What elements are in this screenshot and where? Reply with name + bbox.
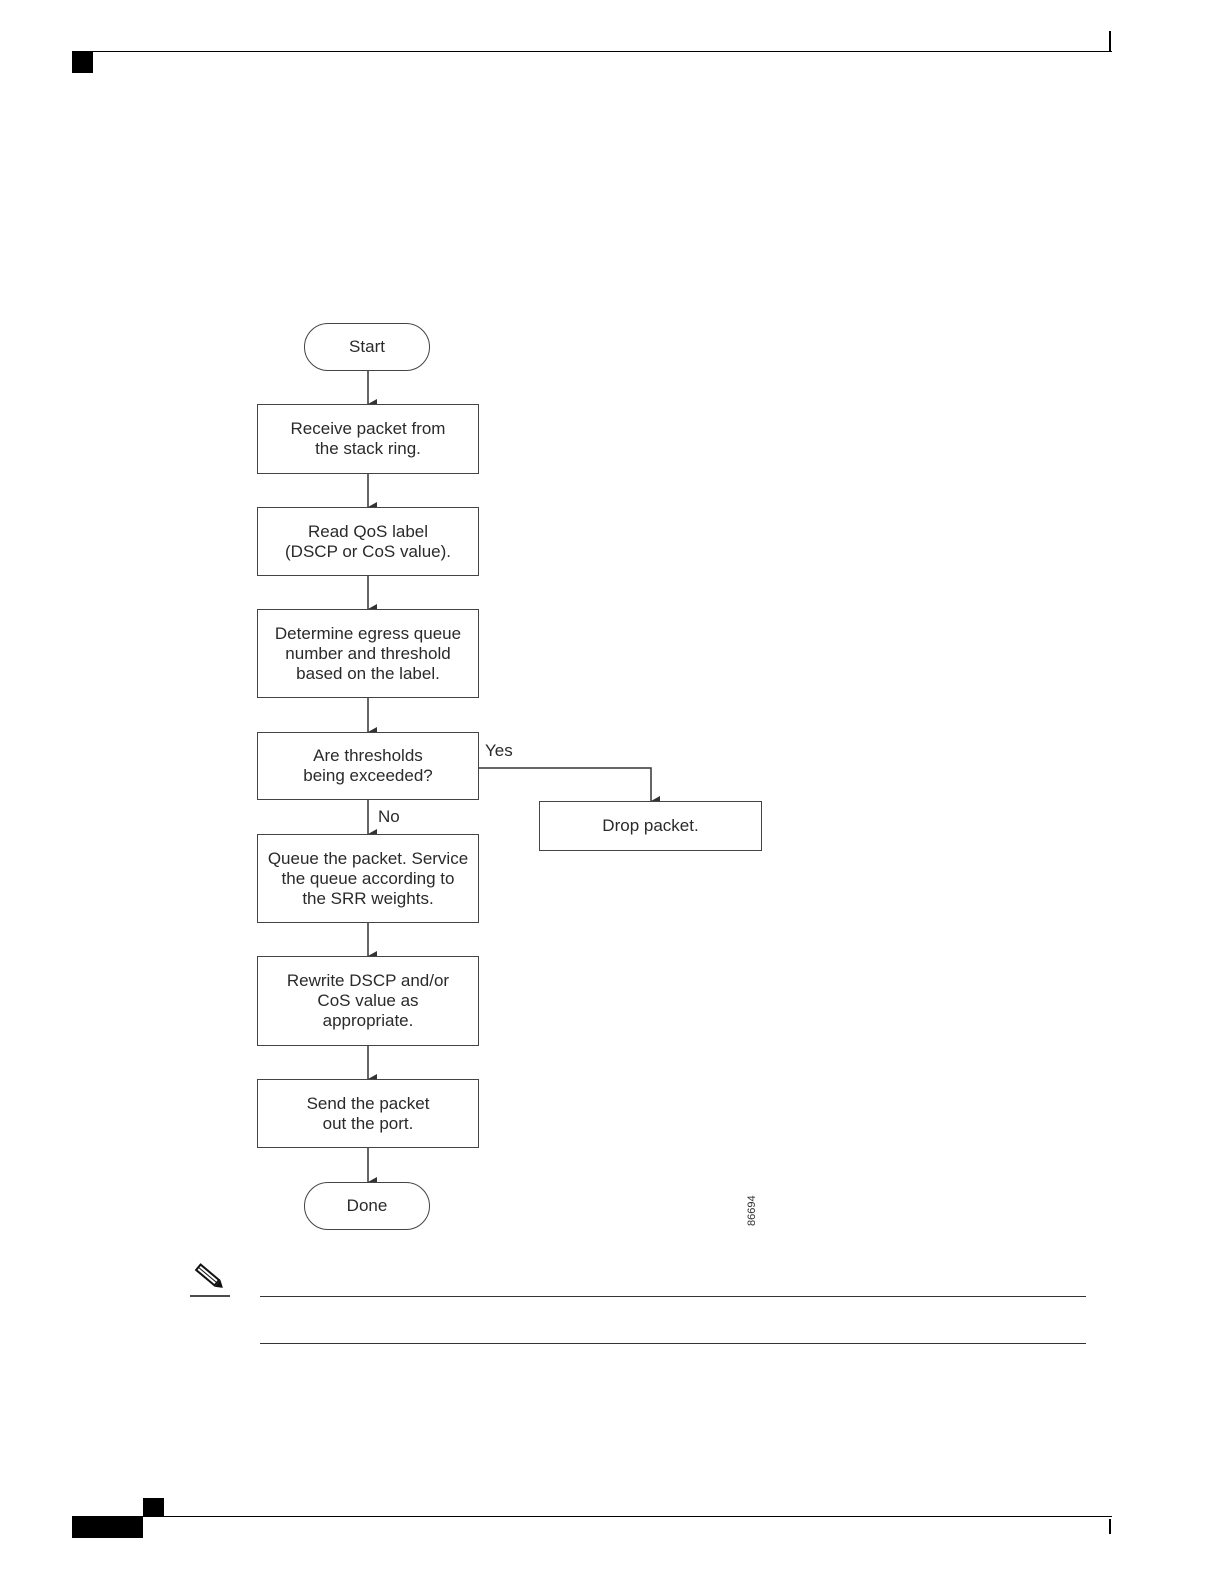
thresholds-decision-node: Are thresholds being exceeded? xyxy=(257,732,479,800)
rewrite-dscp-node: Rewrite DSCP and/or CoS value as appropr… xyxy=(257,956,479,1046)
yes-label: Yes xyxy=(485,741,513,760)
read-qos-label-node: Read QoS label (DSCP or CoS value). xyxy=(257,507,479,576)
queue-packet-node: Queue the packet. Service the queue acco… xyxy=(257,834,479,923)
header-marker xyxy=(72,52,93,73)
receive-packet-node: Receive packet from the stack ring. xyxy=(257,404,479,474)
start-node: Start xyxy=(304,323,430,371)
header-rule xyxy=(72,51,1112,52)
done-node: Done xyxy=(304,1182,430,1230)
figure-id: 86694 xyxy=(746,1195,758,1226)
note-rule-bottom xyxy=(260,1343,1086,1344)
footer-tick xyxy=(1109,1519,1111,1534)
no-label: No xyxy=(378,807,400,826)
drop-packet-node: Drop packet. xyxy=(539,801,762,851)
note-rule-top xyxy=(260,1296,1086,1297)
header-tick xyxy=(1109,31,1111,52)
connector-thresholds-drop xyxy=(479,767,660,806)
determine-queue-node: Determine egress queue number and thresh… xyxy=(257,609,479,698)
footer-rule xyxy=(72,1516,1112,1517)
footer-marker-bar xyxy=(72,1517,143,1538)
send-packet-node: Send the packet out the port. xyxy=(257,1079,479,1148)
note-pencil-icon xyxy=(190,1260,232,1298)
footer-marker-small xyxy=(143,1498,164,1516)
